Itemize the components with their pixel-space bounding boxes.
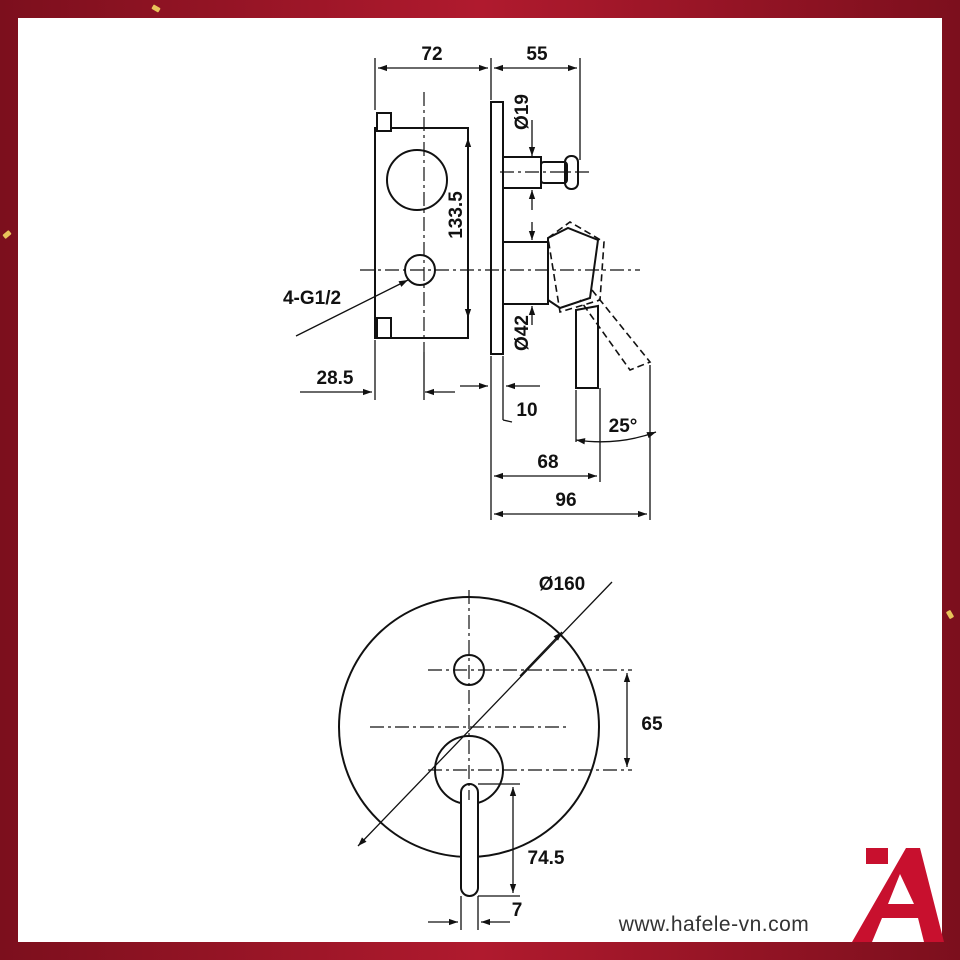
dim-plate-10: 10 — [516, 400, 537, 421]
dim-height-133-5: 133.5 — [446, 191, 467, 239]
lever-front — [460, 783, 479, 897]
dim-dia-19: Ø19 — [512, 94, 533, 130]
mount-lug-bottom — [376, 317, 392, 339]
dim-angle-25: 25° — [609, 416, 638, 437]
dim-depth-96: 96 — [555, 490, 576, 511]
handle-hub — [502, 241, 549, 305]
mount-lug-top — [376, 112, 392, 132]
front-centerlines — [370, 590, 632, 800]
dim-lever-7: 7 — [512, 900, 523, 921]
front-dimension-lines — [357, 581, 631, 930]
hafele-logo — [852, 848, 944, 942]
dim-depth-68: 68 — [537, 452, 558, 473]
lever-rotated-outline — [547, 221, 652, 371]
dim-lever-74-5: 74.5 — [528, 848, 565, 869]
dim-dia-42: Ø42 — [512, 315, 533, 351]
front-view — [338, 590, 632, 897]
drawing-sheet — [18, 18, 942, 942]
dim-width-72: 72 — [421, 44, 442, 65]
dim-width-55: 55 — [526, 44, 548, 65]
diverter-knob — [540, 161, 568, 184]
centerlines — [360, 92, 640, 352]
dim-thread-4-g1-2: 4-G1/2 — [283, 288, 341, 309]
side-dimension-lines — [295, 58, 657, 520]
lever — [575, 304, 599, 389]
side-view — [360, 92, 652, 389]
dim-spacing-65: 65 — [641, 714, 663, 735]
dim-offset-28-5: 28.5 — [317, 368, 354, 389]
website-url: www.hafele-vn.com — [618, 913, 810, 936]
dim-dia-160: Ø160 — [539, 574, 585, 595]
handle-head — [547, 226, 600, 310]
cover-plate — [490, 101, 504, 355]
large-port — [386, 149, 448, 211]
